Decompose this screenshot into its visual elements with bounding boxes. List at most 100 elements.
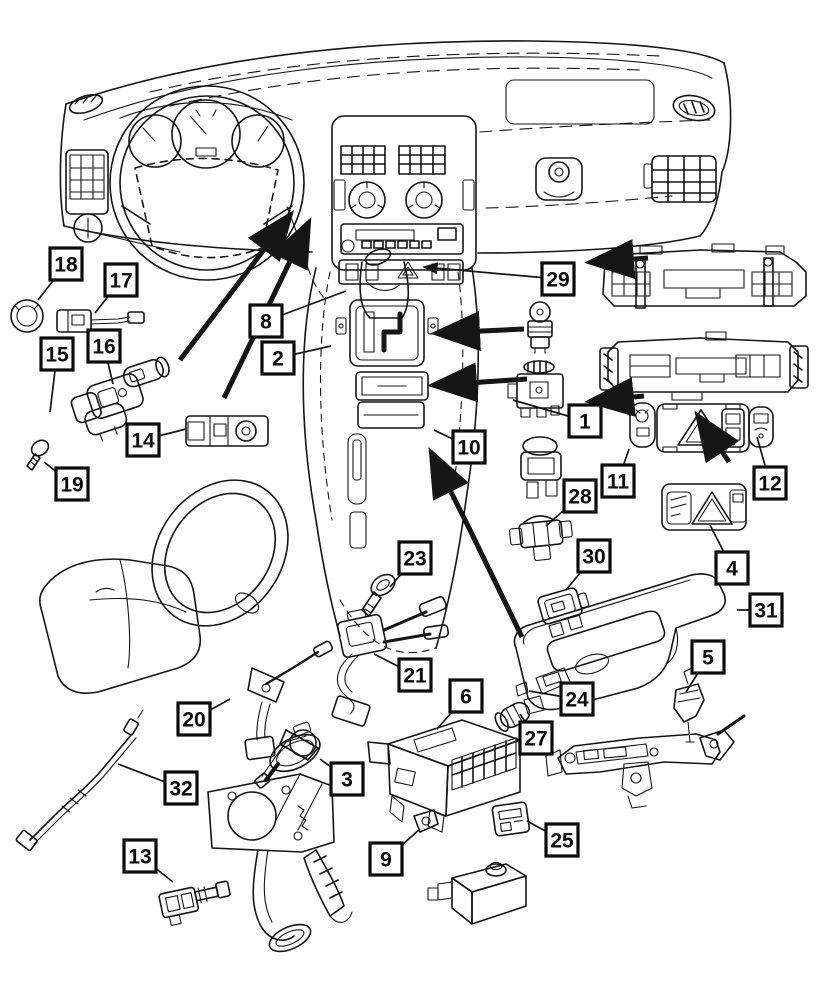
instrument-cluster xyxy=(128,99,285,169)
pointer-line-3 xyxy=(430,311,525,352)
pointer-line-4 xyxy=(427,362,528,403)
callout-box-31 xyxy=(748,592,784,628)
callout-number-16: 16 xyxy=(92,336,115,359)
callout-number-11: 11 xyxy=(607,471,630,494)
fog-switch-left xyxy=(629,402,656,448)
airbag-module xyxy=(39,558,202,694)
steering-wheel-exploded xyxy=(151,479,289,627)
ignition-switch-assembly xyxy=(70,356,170,442)
callout-number-27: 27 xyxy=(524,728,547,751)
callout-box-18 xyxy=(48,246,84,282)
callout-number-3: 3 xyxy=(341,769,353,792)
pointer-line-0 xyxy=(178,210,295,362)
callout-number-31: 31 xyxy=(754,600,778,623)
callout-24: 24 xyxy=(528,681,595,717)
retainer-clip xyxy=(413,809,439,833)
screw-part-19 xyxy=(26,439,50,471)
relay xyxy=(507,360,564,418)
callout-30: 30 xyxy=(565,538,612,591)
connector-part-5 xyxy=(673,667,705,743)
callout-12: 12 xyxy=(752,436,788,501)
callout-box-12 xyxy=(752,465,788,501)
callout-box-5 xyxy=(690,639,726,675)
callout-box-1 xyxy=(567,403,603,439)
callout-25: 25 xyxy=(526,820,580,858)
pedal-assembly xyxy=(207,729,353,953)
callout-number-8: 8 xyxy=(260,311,272,334)
center-stack xyxy=(331,115,477,285)
junction-fuse-box xyxy=(367,719,521,833)
callout-box-8 xyxy=(248,303,284,339)
multifunction-switch xyxy=(331,596,450,727)
callout-number-32: 32 xyxy=(169,778,192,801)
callout-box-6 xyxy=(448,678,484,714)
callout-13: 13 xyxy=(122,838,174,883)
ignition-actuator xyxy=(427,861,527,925)
callout-box-2 xyxy=(260,340,296,376)
callout-number-13: 13 xyxy=(128,846,151,869)
callout-11: 11 xyxy=(600,448,636,499)
callout-number-28: 28 xyxy=(568,486,592,509)
callout-number-23: 23 xyxy=(403,548,426,571)
callout-20: 20 xyxy=(176,698,231,737)
callout-23: 23 xyxy=(389,540,433,588)
callout-box-3 xyxy=(329,761,365,797)
callout-number-21: 21 xyxy=(403,665,427,688)
callout-9: 9 xyxy=(368,828,421,877)
callout-8: 8 xyxy=(248,290,347,339)
callout-number-30: 30 xyxy=(582,546,605,569)
callout-box-17 xyxy=(103,262,139,298)
callout-28: 28 xyxy=(545,478,598,527)
pointer-line-2 xyxy=(428,447,525,639)
callout-box-9 xyxy=(368,841,404,877)
callout-box-11 xyxy=(600,463,636,499)
callout-10: 10 xyxy=(433,429,487,465)
callout-number-25: 25 xyxy=(550,830,574,853)
callout-box-14 xyxy=(125,422,161,458)
callout-31: 31 xyxy=(737,592,784,628)
callout-box-15 xyxy=(39,336,75,372)
callout-6: 6 xyxy=(436,678,484,730)
callout-2: 2 xyxy=(260,340,332,376)
callout-number-18: 18 xyxy=(54,254,78,277)
immobilizer-module xyxy=(185,415,269,447)
callout-14: 14 xyxy=(125,422,187,458)
pointer-lines xyxy=(178,210,739,639)
callout-16: 16 xyxy=(86,328,122,385)
callout-19: 19 xyxy=(43,461,90,502)
hazard-switch-panel-2 xyxy=(661,483,747,531)
glovebox-and-passenger-vent xyxy=(505,79,717,203)
callout-18: 18 xyxy=(37,246,84,301)
callout-number-14: 14 xyxy=(131,430,155,453)
callout-number-4: 4 xyxy=(726,558,738,581)
callout-32: 32 xyxy=(117,763,199,806)
switch-with-harness xyxy=(56,309,145,333)
callout-number-17: 17 xyxy=(109,270,132,293)
callout-box-19 xyxy=(54,466,90,502)
callout-box-29 xyxy=(540,261,576,297)
callout-box-30 xyxy=(576,538,612,574)
callout-number-15: 15 xyxy=(45,344,69,367)
callout-box-27 xyxy=(518,720,554,756)
callout-box-23 xyxy=(397,540,433,576)
clockspring-stalk xyxy=(244,640,334,761)
circuit-breaker xyxy=(491,801,531,837)
callout-box-10 xyxy=(451,429,487,465)
callout-number-10: 10 xyxy=(457,437,480,460)
callout-box-21 xyxy=(397,657,433,693)
mirror-switch xyxy=(527,301,553,354)
brake-switch xyxy=(254,721,321,789)
callout-box-25 xyxy=(544,822,580,858)
console-trim-plate xyxy=(513,573,726,715)
callout-3: 3 xyxy=(319,758,365,797)
callout-number-19: 19 xyxy=(60,474,83,497)
connector-a xyxy=(520,436,562,499)
callout-number-29: 29 xyxy=(546,269,569,292)
hvac-housing-upper xyxy=(602,243,807,309)
callout-box-32 xyxy=(163,770,199,806)
callout-number-5: 5 xyxy=(702,647,714,670)
callout-box-28 xyxy=(562,478,598,514)
callout-27: 27 xyxy=(518,713,554,756)
